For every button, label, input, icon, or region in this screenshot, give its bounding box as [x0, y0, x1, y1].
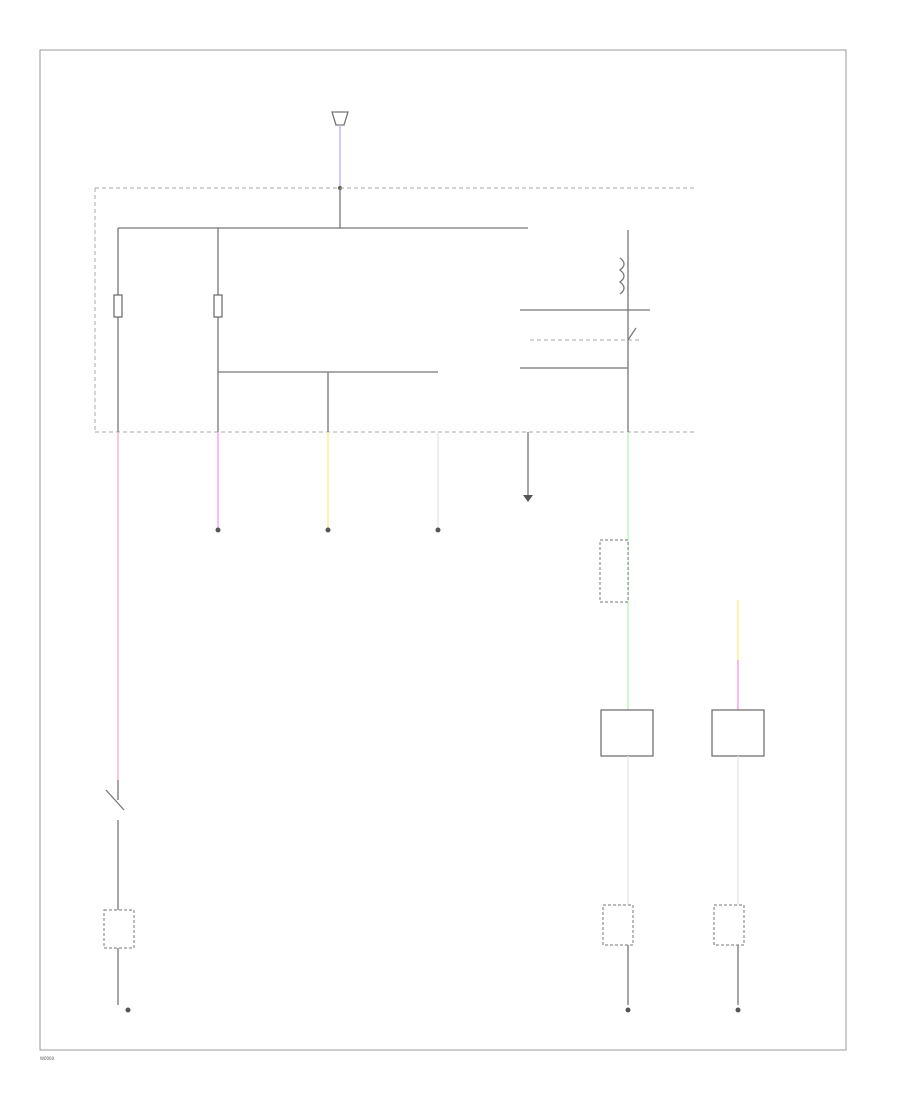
footer-code: W0000 [40, 1056, 55, 1061]
right-lower-circuits [599, 539, 765, 1013]
diagram-frame [39, 49, 847, 1051]
sensor-box-1 [600, 709, 654, 757]
power-bus [117, 188, 528, 432]
junction-block-outline [94, 187, 695, 433]
top-fuse-block [331, 111, 349, 190]
fuse-second [213, 294, 223, 318]
relay-right [520, 230, 650, 432]
fuse-left [113, 294, 123, 318]
sensor-box-2 [711, 709, 765, 757]
left-lower-circuit [103, 780, 135, 1013]
output-wires [117, 432, 629, 780]
